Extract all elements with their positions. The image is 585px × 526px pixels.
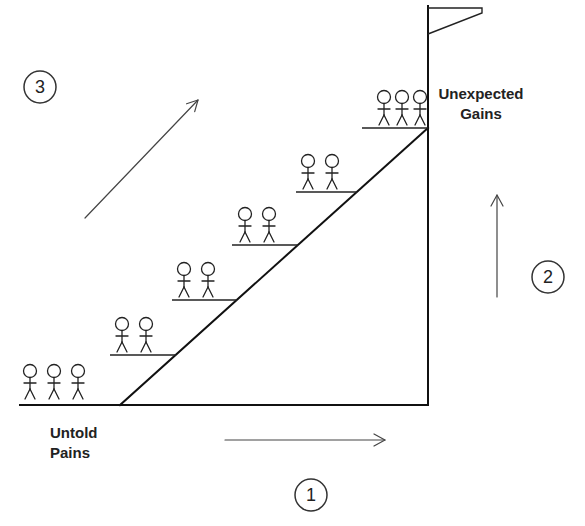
slope-line (120, 128, 428, 405)
step (172, 299, 237, 300)
flag-pole (427, 6, 429, 405)
callout-circle: 1 (294, 478, 328, 512)
step (296, 191, 357, 192)
callout-circle: 2 (531, 260, 565, 294)
direction-arrow (225, 439, 385, 440)
arrow-head (491, 195, 503, 206)
callout-number: 2 (543, 268, 553, 286)
step (110, 354, 176, 355)
step (362, 127, 428, 128)
ground-line (20, 404, 428, 406)
callout-number: 1 (306, 486, 316, 504)
people (24, 91, 427, 400)
flag (428, 8, 482, 34)
direction-arrow (496, 195, 497, 297)
callout-number: 3 (35, 78, 45, 96)
direction-arrow (85, 100, 198, 218)
callout-circle: 3 (23, 70, 57, 104)
stage-label: Untold Pains (50, 423, 114, 462)
stage-label: Unexpected Gains (435, 84, 527, 123)
arrow-head (187, 100, 198, 112)
step (232, 244, 298, 245)
arrow-head (374, 434, 385, 446)
